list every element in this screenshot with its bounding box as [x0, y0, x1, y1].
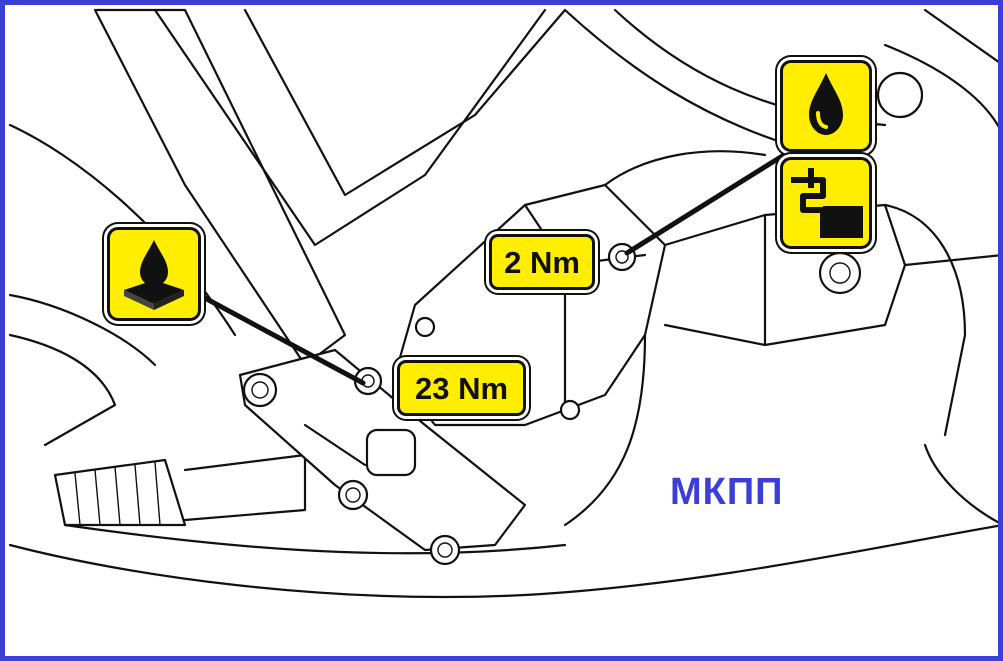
fill-level-icon [780, 157, 872, 249]
sealant-icon [107, 227, 201, 321]
torque-label-lower: 23 Nm [397, 360, 526, 416]
transmission-line-drawing [8, 8, 998, 599]
torque-label-upper: 2 Nm [489, 234, 595, 290]
oil-drop-icon [780, 60, 872, 152]
transmission-caption: МКПП [670, 471, 784, 513]
